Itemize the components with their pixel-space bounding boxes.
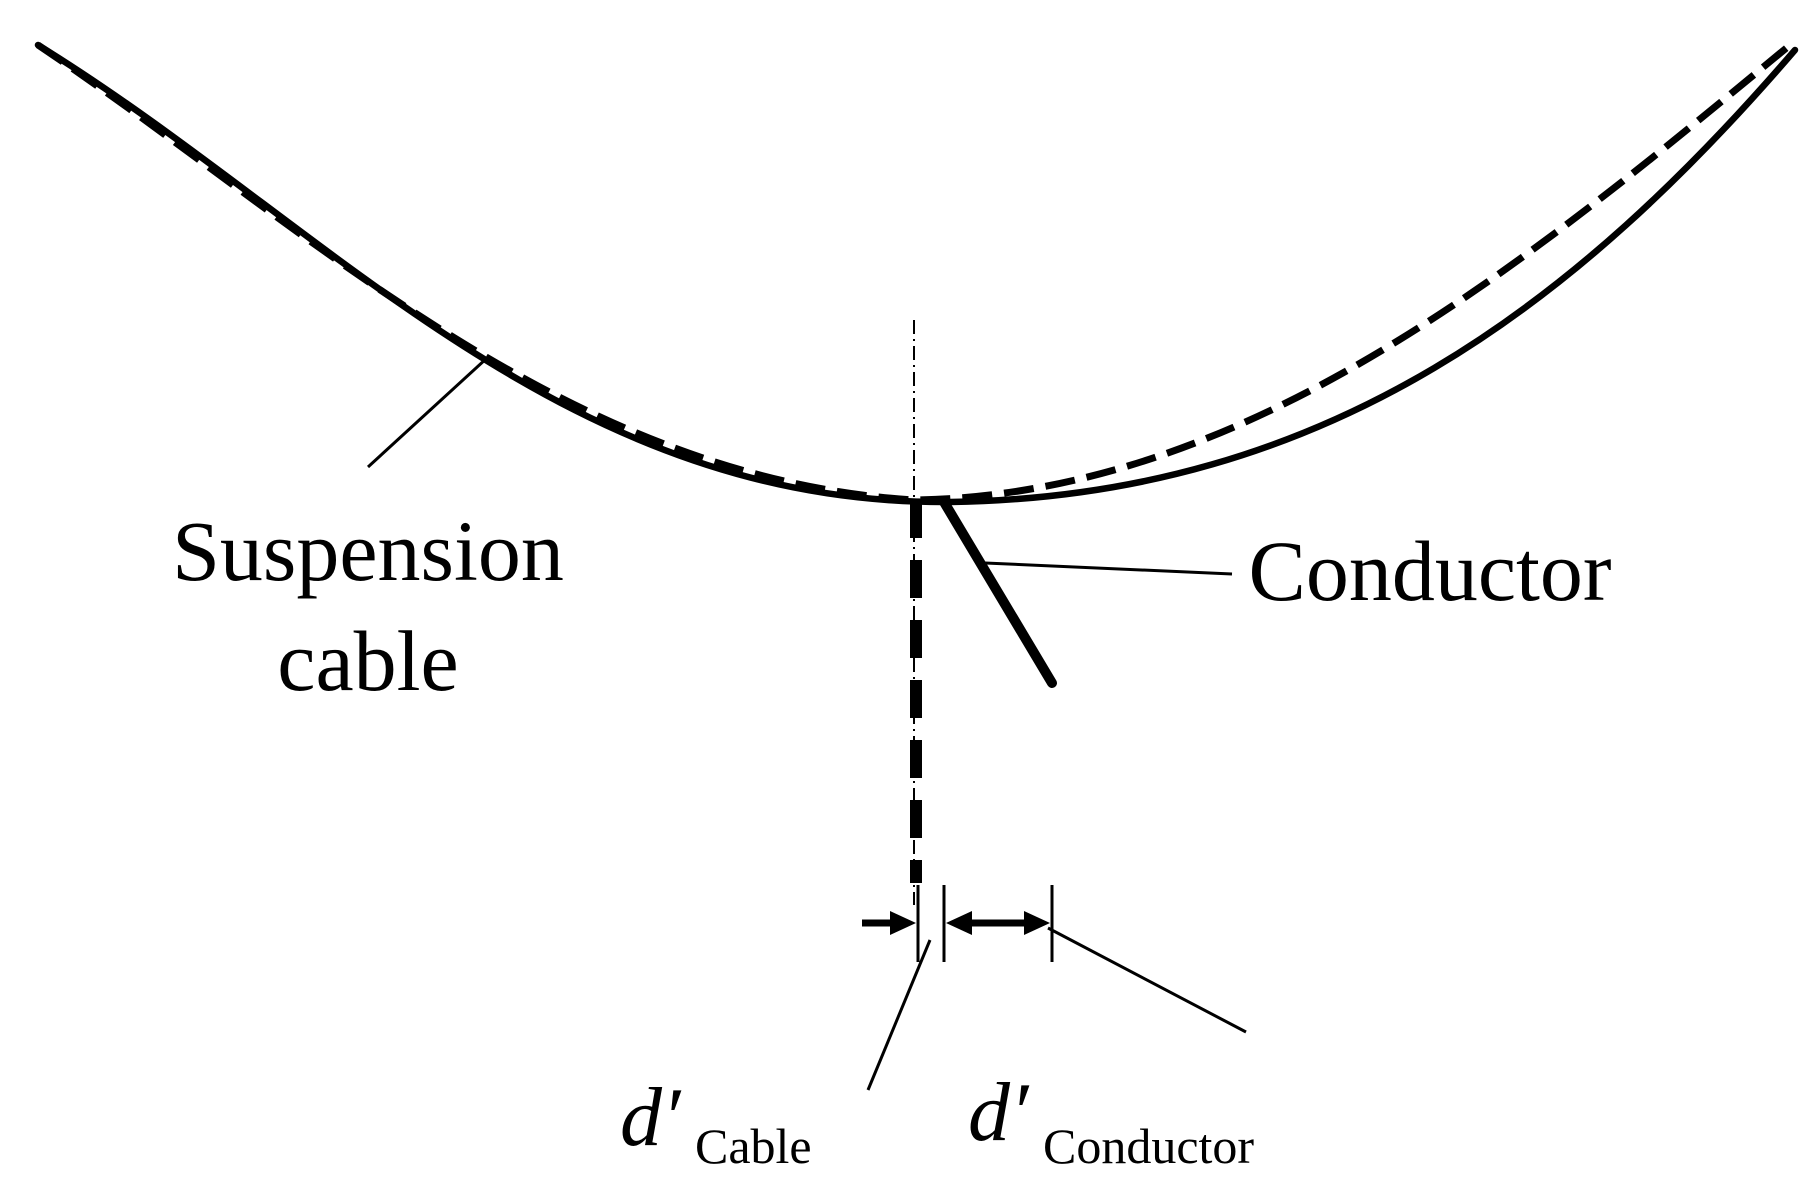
conductor-label: Conductor: [1248, 523, 1611, 619]
conductor-drop: [939, 497, 1057, 688]
d-cable-leader: [866, 939, 932, 1091]
d-conductor-arrowhead-left: [946, 911, 972, 935]
conductor-curve: [34, 41, 1799, 506]
d-conductor-subscript: Conductor: [1043, 1118, 1254, 1174]
d-cable-subscript: Cable: [695, 1118, 812, 1174]
d-conductor-arrowhead-right: [1024, 911, 1050, 935]
suspension-cable-label-line2: cable: [277, 613, 458, 709]
suspension-cable-label-line1: Suspension: [172, 503, 564, 599]
d-conductor-leader: [1047, 926, 1247, 1034]
d-cable-symbol: d′: [620, 1071, 682, 1164]
suspension-cable-leader: [366, 356, 489, 469]
d-conductor-symbol: d′: [968, 1066, 1030, 1159]
conductor-leader: [984, 561, 1233, 576]
d-cable-arrowhead: [890, 911, 916, 935]
